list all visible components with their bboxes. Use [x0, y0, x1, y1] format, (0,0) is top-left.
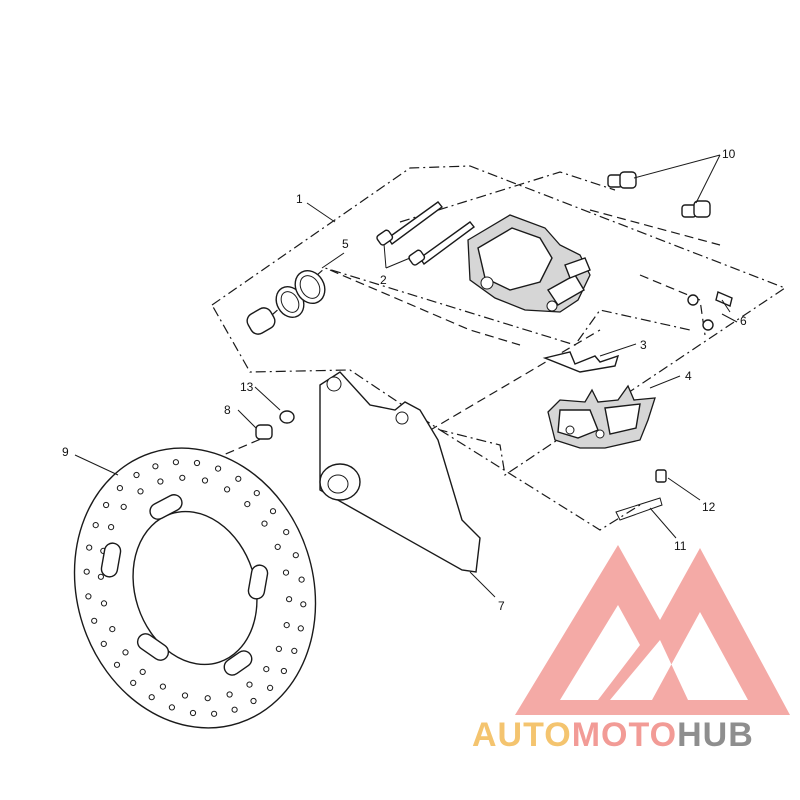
callout-9: 9	[62, 445, 69, 459]
disc-hole	[108, 524, 115, 531]
pad-pin-and-clip	[615, 469, 667, 521]
watermark-word-moto: MOTO	[571, 716, 678, 754]
caliper-bolts	[607, 171, 711, 218]
callout-1: 1	[296, 192, 303, 206]
callout-8: 8	[224, 403, 231, 417]
watermark-logo-icon	[515, 545, 790, 715]
disc-hole	[292, 552, 299, 559]
callout-2: 2	[380, 273, 387, 287]
disc-hole	[97, 573, 105, 580]
disc-hole	[83, 568, 90, 575]
callout-10: 10	[722, 147, 736, 161]
disc-hole	[280, 667, 287, 675]
disc-bolt-and-washer	[255, 410, 295, 440]
disc-hole	[246, 681, 253, 688]
caliper-bracket	[319, 371, 481, 573]
disc-hole	[100, 640, 107, 648]
disc-hole	[172, 459, 179, 466]
callout-11: 11	[674, 539, 687, 553]
watermark-word-auto: AUTO	[472, 716, 572, 754]
disc-hole	[215, 465, 222, 472]
disc-hole	[92, 522, 99, 529]
disc-hole	[297, 625, 304, 632]
disc-hole	[152, 463, 159, 470]
watermark-word-hub: HUB	[677, 716, 754, 754]
disc-hole	[120, 503, 127, 510]
disc-hole	[269, 508, 277, 515]
disc-hole	[204, 695, 211, 702]
disc-hole	[85, 593, 92, 600]
disc-hole	[291, 647, 298, 655]
disc-hole	[231, 706, 238, 713]
caliper-body	[467, 214, 591, 313]
pad-spring	[542, 351, 620, 373]
disc-hole	[261, 520, 268, 527]
disc-hole	[137, 488, 144, 495]
disc-hole	[86, 544, 93, 551]
disc-hole	[103, 501, 110, 509]
disc-hole	[244, 501, 251, 508]
disc-hole	[159, 683, 166, 690]
brake-pads	[547, 384, 656, 449]
piston-seals	[246, 269, 326, 335]
disc-hole	[113, 661, 121, 668]
disc-hole	[100, 600, 108, 607]
disc-hole	[116, 485, 124, 492]
disc-hole	[122, 649, 129, 656]
callout-13: 13	[240, 380, 254, 394]
disc-hole	[179, 474, 186, 481]
callout-7: 7	[498, 599, 505, 613]
callout-numbers: 1 2 3 4 5 6 7 8 9 10 11 12 13	[62, 147, 747, 613]
disc-hole	[298, 576, 305, 583]
disc-hole	[263, 666, 270, 673]
disc-hole	[148, 694, 155, 701]
disc-hole	[267, 684, 274, 692]
brake-disc	[73, 447, 317, 729]
callout-4: 4	[685, 369, 692, 383]
disc-hole	[274, 543, 281, 551]
leader-lines	[74, 154, 738, 598]
disc-hole	[189, 709, 197, 717]
disc-hole	[133, 471, 140, 479]
disc-hole	[283, 622, 290, 629]
disc-hole	[250, 697, 257, 705]
disc-hole	[283, 529, 290, 536]
disc-hole	[139, 668, 146, 676]
disc-hole	[282, 569, 290, 576]
callout-6: 6	[740, 314, 747, 328]
disc-hole	[201, 477, 209, 484]
disc-hole	[91, 617, 98, 624]
disc-hole	[130, 679, 137, 687]
disc-hole	[300, 601, 307, 608]
bleed-screw	[687, 291, 733, 331]
disc-hole	[211, 710, 218, 717]
watermark-wordmark: AUTOMOTOHUB	[472, 716, 754, 755]
disc-hole	[286, 596, 293, 603]
callout-12: 12	[702, 500, 716, 514]
callout-5: 5	[342, 237, 349, 251]
disc-hole	[226, 691, 233, 698]
disc-hole	[253, 490, 260, 497]
disc-hole	[168, 704, 175, 711]
disc-hole	[109, 626, 116, 633]
disc-hole	[224, 486, 231, 493]
caliper-pins	[376, 201, 476, 266]
disc-hole	[181, 692, 189, 699]
assembly-outline	[199, 165, 787, 531]
disc-hole	[157, 478, 164, 485]
disc-hole	[275, 645, 282, 653]
callout-3: 3	[640, 338, 647, 352]
disc-hole	[235, 475, 242, 482]
disc-hole	[193, 459, 201, 467]
